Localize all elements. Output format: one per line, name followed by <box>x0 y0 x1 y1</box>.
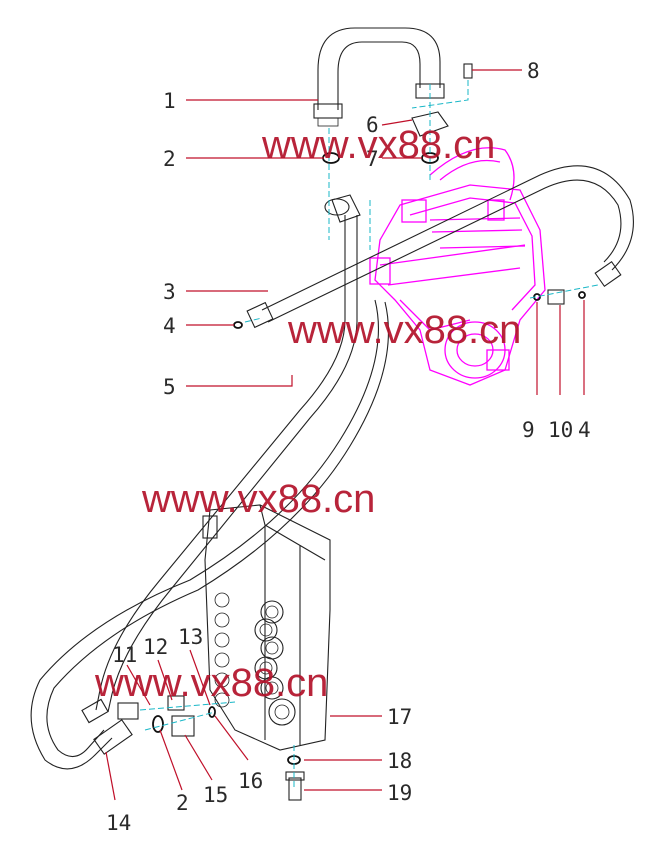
callout-1: 1 <box>163 89 176 113</box>
callout-numbers: 1 2 3 4 5 6 7 8 9 10 4 11 12 13 14 2 15 … <box>106 59 591 835</box>
callout-8: 8 <box>527 59 540 83</box>
callout-6: 6 <box>366 113 379 137</box>
bolt-19 <box>288 777 302 801</box>
oring-4 <box>233 321 243 329</box>
adapter-15 <box>171 715 195 737</box>
fittings <box>152 63 586 801</box>
callout-4-right: 4 <box>578 418 591 442</box>
callout-4: 4 <box>163 314 176 338</box>
control-valve <box>202 504 331 751</box>
callout-9: 9 <box>522 418 535 442</box>
oring-16 <box>208 706 216 718</box>
callout-16: 16 <box>238 769 263 793</box>
watermark-3: www.vx88.cn <box>141 477 375 521</box>
callout-19: 19 <box>387 781 412 805</box>
adapter-12 <box>167 695 185 711</box>
watermarks: www.vx88.cn www.vx88.cn www.vx88.cn www.… <box>94 123 521 705</box>
callout-2-bottom: 2 <box>176 791 189 815</box>
callout-18: 18 <box>387 749 412 773</box>
callout-7: 7 <box>366 147 379 171</box>
callout-17: 17 <box>387 705 412 729</box>
callout-15: 15 <box>203 783 228 807</box>
hose-14 <box>30 299 390 770</box>
valve-spools <box>214 592 296 726</box>
u-hose <box>313 27 445 127</box>
assembly-axes <box>139 80 599 790</box>
callout-14: 14 <box>106 811 131 835</box>
watermark-2: www.vx88.cn <box>287 308 521 352</box>
watermark-4: www.vx88.cn <box>94 661 328 705</box>
callout-3: 3 <box>163 280 176 304</box>
hydraulic-pump <box>369 147 546 386</box>
oring-4-right <box>578 291 586 299</box>
oring-2-bottom <box>152 715 164 733</box>
callout-5: 5 <box>163 375 176 399</box>
callout-13: 13 <box>178 625 203 649</box>
bolt-8 <box>463 63 473 79</box>
callout-11: 11 <box>112 643 137 667</box>
callout-12: 12 <box>143 635 168 659</box>
callout-10: 10 <box>548 418 573 442</box>
hose-3 <box>246 165 634 329</box>
hose-5 <box>95 194 361 713</box>
watermark-1: www.vx88.cn <box>261 123 495 167</box>
adapter-10 <box>547 289 565 305</box>
flange-6 <box>411 111 449 137</box>
leader-lines <box>105 69 585 801</box>
callout-2: 2 <box>163 147 176 171</box>
